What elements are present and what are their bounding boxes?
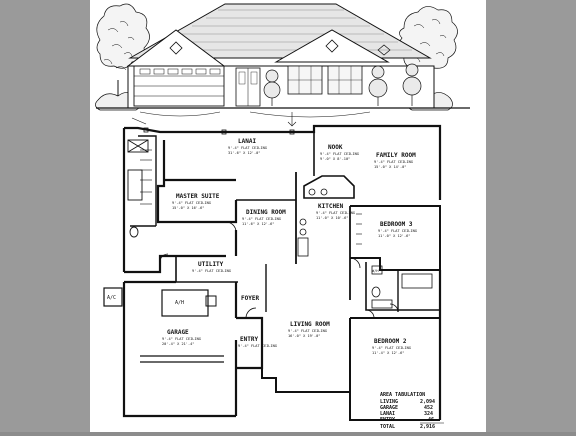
- master-suite-ceiling: 9'-4" FLAT CEILING: [172, 201, 211, 205]
- living-room-dims: 16'-0" X 19'-0": [288, 334, 320, 338]
- lanai-label: LANAI: [238, 138, 256, 145]
- nook-label: NOOK: [328, 144, 343, 151]
- ac-label: A/C: [107, 295, 116, 301]
- dining-room-ceiling: 9'-4" FLAT CEILING: [242, 217, 281, 221]
- dining-room-label: DINING ROOM: [246, 209, 286, 216]
- area-row-value-entry: 46: [428, 417, 434, 423]
- lanai-dims: 31'-6" X 12'-0": [228, 151, 260, 155]
- kitchen-dims: 11'-0" X 10'-6": [316, 216, 348, 220]
- master-suite-dims: 15'-0" X 16'-6": [172, 206, 204, 210]
- right-margin-band: [486, 0, 576, 432]
- floor-plan-drawing: LANAI 9'-4" FLAT CEILING 31'-6" X 12'-0"…: [95, 3, 470, 430]
- garage-dims: 20'-4" X 21'-4": [162, 342, 194, 346]
- utility-label: UTILITY: [198, 261, 224, 268]
- kitchen-ceiling: 9'-4" FLAT CEILING: [316, 211, 355, 215]
- dining-room-dims: 11'-6" X 12'-6": [242, 222, 274, 226]
- nook-ceiling: 9'-4" FLAT CEILING: [320, 152, 359, 156]
- bedroom2-ceiling: 9'-4" FLAT CEILING: [372, 346, 411, 350]
- floor-plan: [103, 112, 442, 421]
- ah-label: A/H: [175, 300, 184, 306]
- utility-ceiling: 9'-4" FLAT CEILING: [192, 269, 231, 273]
- area-row-value-total: 2,916: [420, 424, 435, 430]
- nook-dims: 9'-0" X 8'-10": [320, 157, 350, 161]
- area-row-label-total: TOTAL: [380, 424, 395, 430]
- area-row-label-living: LIVING: [380, 399, 398, 405]
- garage-ceiling: 9'-4" FLAT CEILING: [162, 337, 201, 341]
- bedroom2-dims: 11'-4" X 12'-6": [372, 351, 404, 355]
- topiary-shrubs: [263, 63, 422, 106]
- kitchen-label: KITCHEN: [318, 203, 344, 210]
- entry-label: ENTRY: [240, 336, 258, 343]
- bedroom3-label: BEDROOM 3: [380, 221, 413, 228]
- area-row-value-lanai: 324: [424, 411, 433, 417]
- foyer-label: FOYER: [241, 295, 259, 302]
- entry-ceiling: 9'-4" FLAT CEILING: [238, 344, 277, 348]
- area-row-value-garage: 452: [424, 405, 433, 411]
- floor-plan-sheet: LANAI 9'-4" FLAT CEILING 31'-6" X 12'-0"…: [90, 0, 486, 432]
- bedroom2-label: BEDROOM 2: [374, 338, 407, 345]
- front-elevation: [95, 3, 470, 118]
- master-suite-label: MASTER SUITE: [176, 193, 220, 200]
- garage-label: GARAGE: [167, 329, 189, 336]
- bedroom3-ceiling: 9'-4" FLAT CEILING: [378, 229, 417, 233]
- area-row-label-garage: GARAGE: [380, 405, 398, 411]
- area-tabulation: AREA TABULATION LIVING 2,094 GARAGE 452 …: [380, 392, 435, 430]
- area-tabulation-title: AREA TABULATION: [380, 392, 425, 398]
- lanai-ceiling: 9'-4" FLAT CEILING: [228, 146, 267, 150]
- wh-label: W/H: [372, 269, 379, 273]
- bedroom3-dims: 11'-0" X 12'-6": [378, 234, 410, 238]
- tree-left: [95, 3, 150, 111]
- family-room-ceiling: 9'-4" FLAT CEILING: [374, 160, 413, 164]
- living-room-label: LIVING ROOM: [290, 321, 330, 328]
- family-room-dims: 15'-0" X 14'-0": [374, 165, 406, 169]
- area-row-value-living: 2,094: [420, 399, 435, 405]
- family-room-label: FAMILY ROOM: [376, 152, 416, 159]
- area-row-label-entry: ENTRY: [380, 417, 395, 423]
- living-room-ceiling: 9'-4" FLAT CEILING: [288, 329, 327, 333]
- left-margin-band: [0, 0, 90, 432]
- area-row-label-lanai: LANAI: [380, 411, 395, 417]
